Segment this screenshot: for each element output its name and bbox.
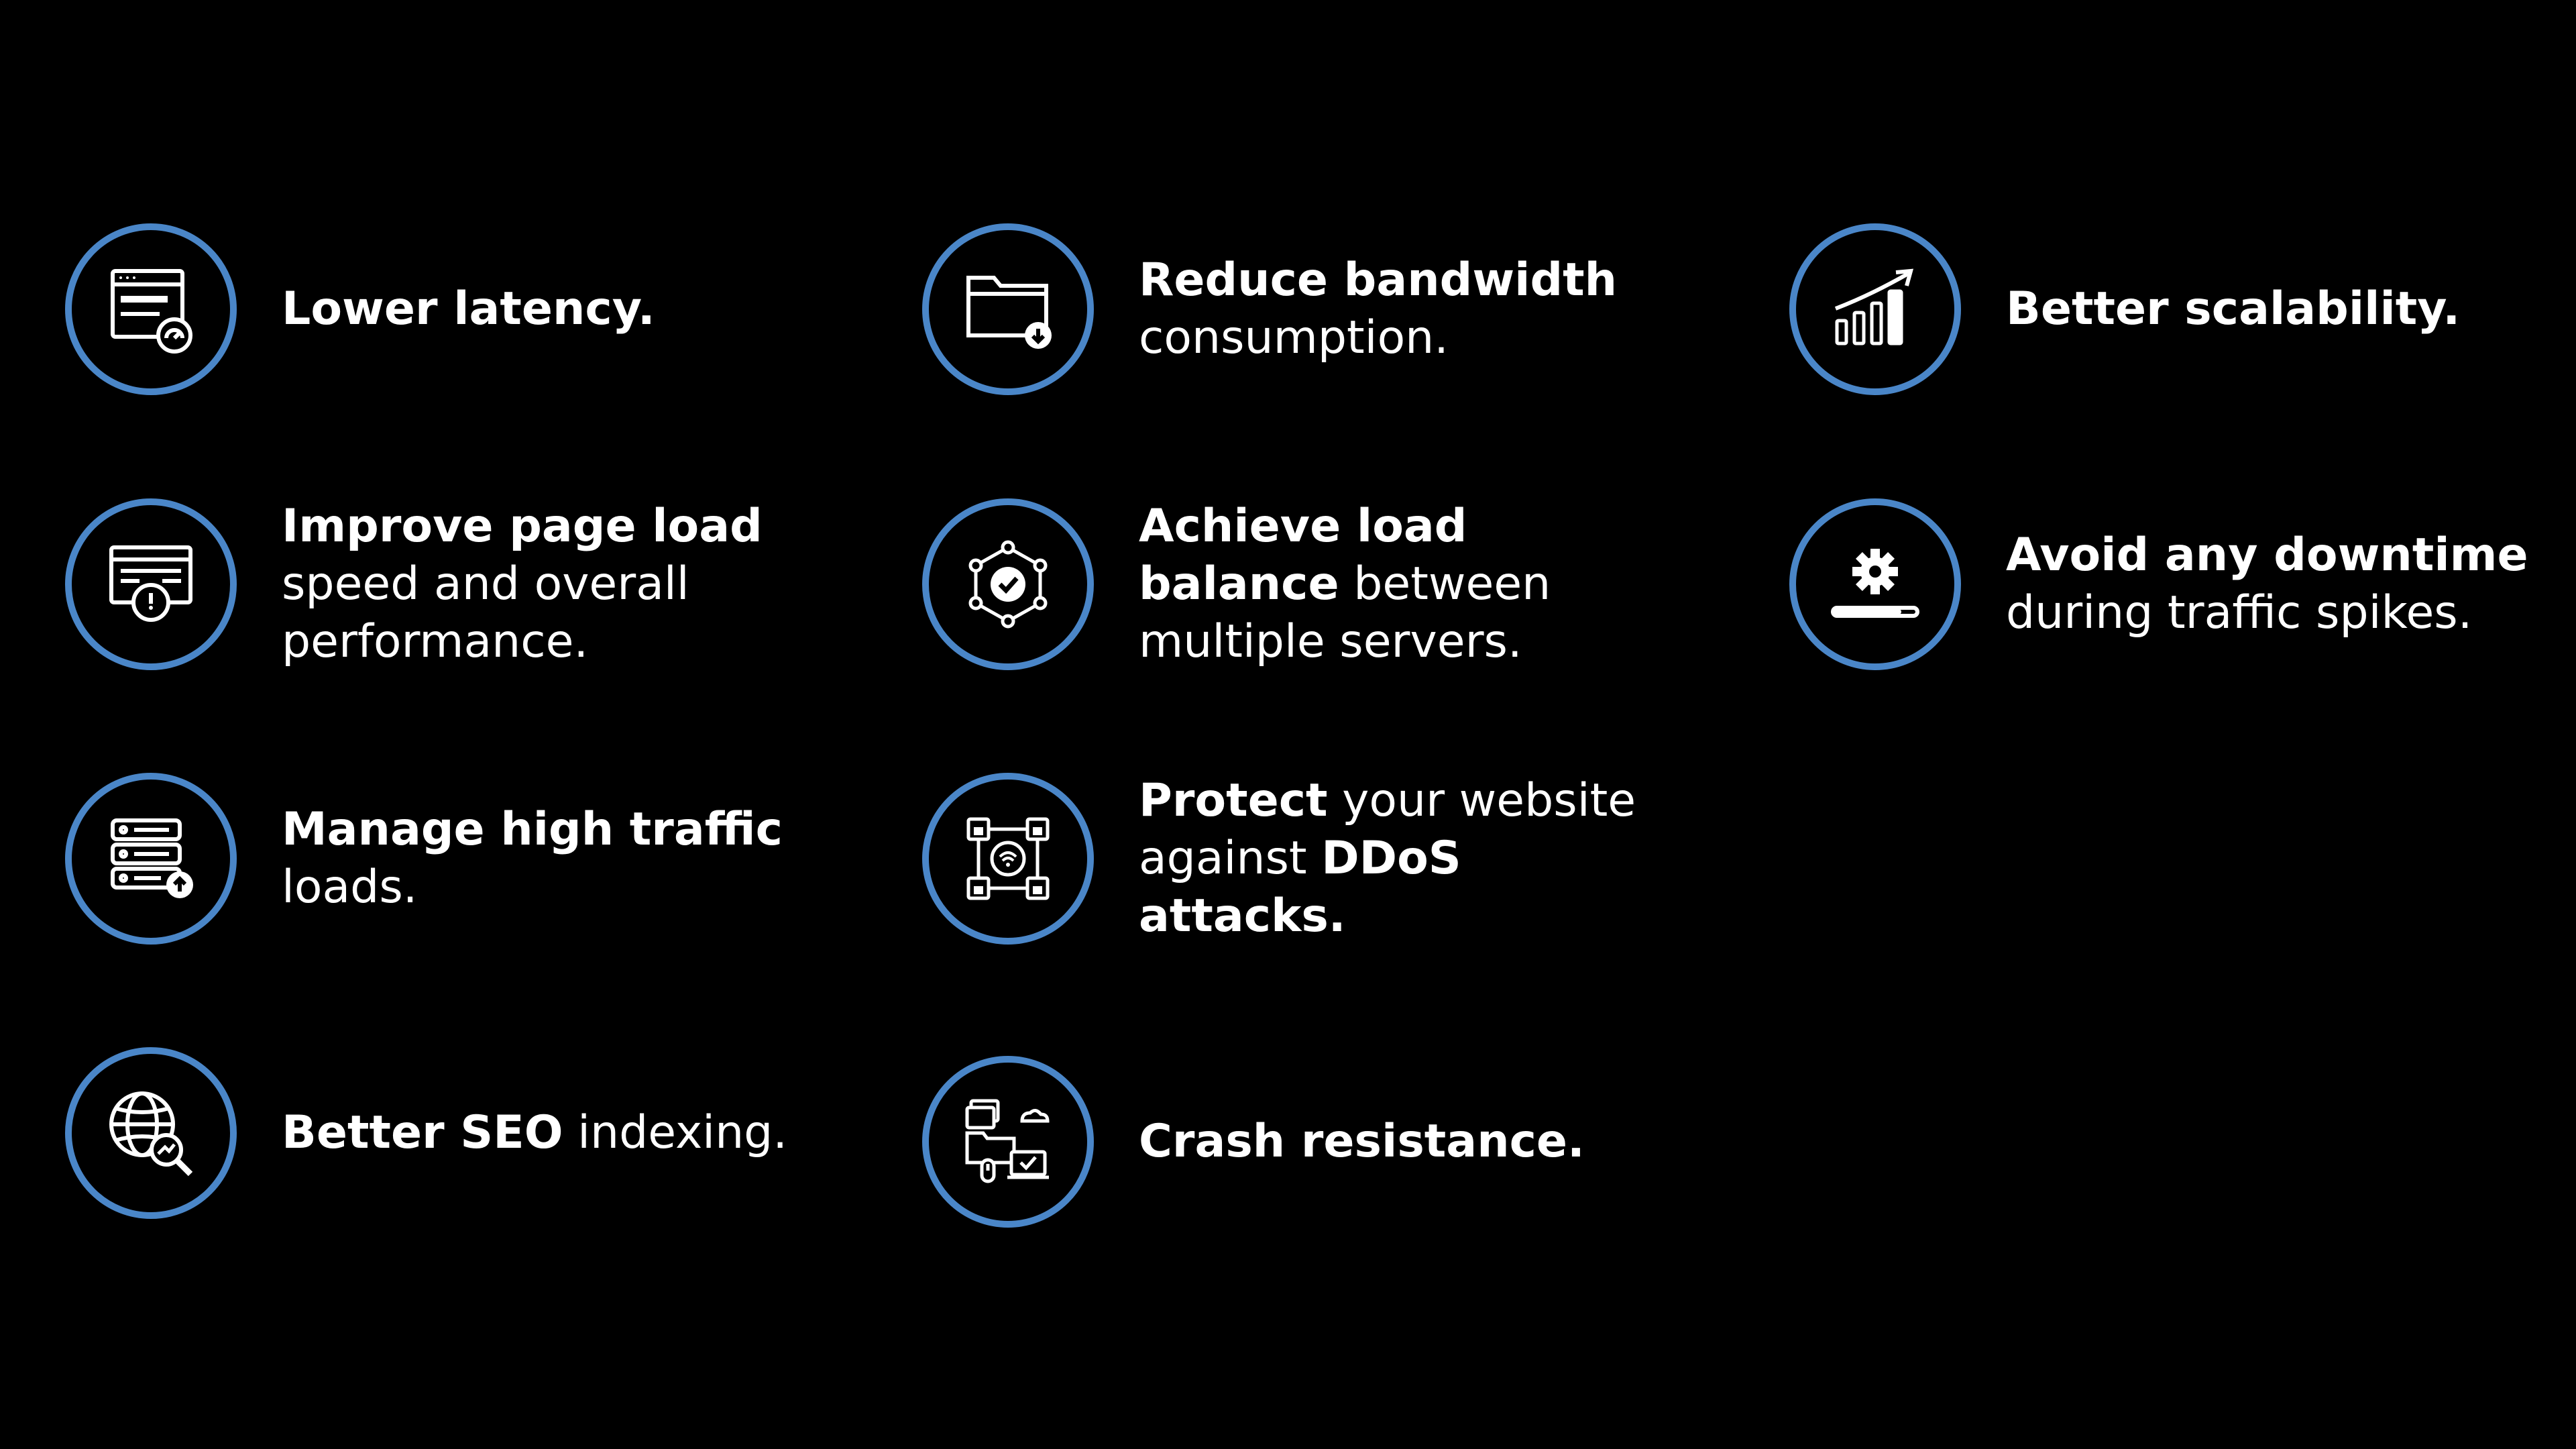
icon-ring — [65, 498, 237, 670]
icon-ring — [1789, 223, 1961, 395]
feature-description: performance. — [282, 615, 589, 668]
feature-title: attacks. — [1139, 890, 1346, 943]
server-upload-icon — [111, 818, 193, 898]
feature-text: Protect your website against DDoS attack… — [1139, 772, 1636, 945]
feature-title: Protect — [1139, 774, 1328, 827]
feature-text: Lower latency. — [282, 280, 655, 338]
feature-title: Better scalability. — [2006, 282, 2461, 335]
icon-ring — [65, 223, 237, 395]
icon-ring — [922, 1056, 1094, 1228]
folder-download-icon — [966, 276, 1052, 349]
feature-description: multiple servers. — [1139, 615, 1522, 668]
feature-title: Lower latency. — [282, 282, 655, 335]
icon-ring — [922, 773, 1094, 945]
feature-text: Achieve load balance between multiple se… — [1139, 498, 1551, 671]
growth-chart-icon — [1834, 268, 1914, 345]
feature-title: DDoS — [1321, 832, 1461, 885]
feature-title: Achieve load — [1139, 500, 1467, 553]
browser-timer-icon — [109, 545, 192, 622]
icon-ring — [922, 223, 1094, 395]
feature-title: Better SEO — [282, 1106, 563, 1159]
feature-description: your website — [1327, 774, 1636, 827]
feature-title: balance — [1139, 557, 1339, 610]
feature-text: Crash resistance. — [1139, 1113, 1585, 1171]
feature-text: Manage high traffic loads. — [282, 801, 783, 916]
feature-title: Avoid any downtime — [2006, 529, 2528, 582]
icon-ring — [1789, 498, 1961, 670]
icon-ring — [922, 498, 1094, 670]
feature-title: Reduce bandwidth — [1139, 254, 1618, 307]
files-cloud-laptop-icon — [965, 1099, 1050, 1183]
globe-search-icon — [109, 1091, 193, 1177]
browser-speedometer-icon — [111, 269, 192, 354]
feature-description: speed and overall — [282, 557, 689, 610]
feature-description: indexing. — [563, 1106, 787, 1159]
feature-description: against — [1139, 832, 1322, 885]
secure-network-icon — [966, 817, 1050, 900]
feature-description: during traffic spikes. — [2006, 586, 2473, 639]
icon-ring — [65, 773, 237, 945]
feature-description: loads. — [282, 861, 418, 914]
feature-title: Crash resistance. — [1139, 1115, 1585, 1168]
feature-text: Avoid any downtime during traffic spikes… — [2006, 527, 2528, 642]
icon-ring — [65, 1047, 237, 1219]
feature-text: Reduce bandwidth consumption. — [1139, 252, 1617, 367]
network-check-icon — [968, 540, 1048, 629]
gear-loading-icon — [1831, 549, 1919, 618]
feature-text: Improve page load speed and overall perf… — [282, 498, 763, 671]
feature-description: consumption. — [1139, 311, 1449, 364]
feature-text: Better SEO indexing. — [282, 1104, 787, 1162]
feature-title: Improve page load — [282, 500, 763, 553]
feature-title: Manage high traffic — [282, 803, 783, 856]
feature-description: between — [1339, 557, 1551, 610]
feature-text: Better scalability. — [2006, 280, 2460, 338]
